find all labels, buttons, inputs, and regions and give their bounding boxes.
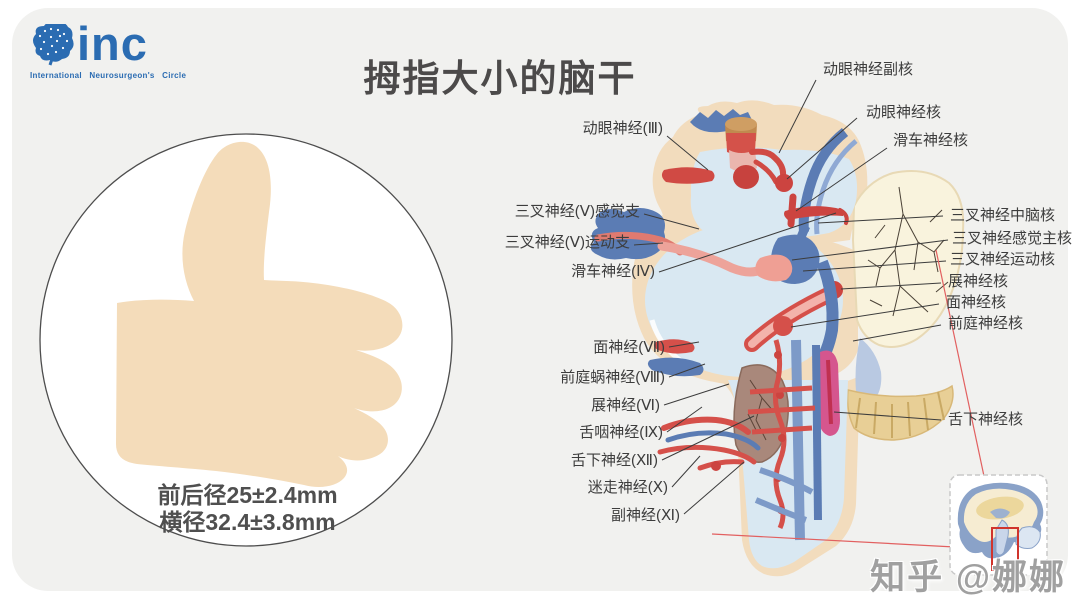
thumb-measurements: 前后径25±2.4mm 横径32.4±3.8mm xyxy=(120,482,375,536)
trigeminal-mesencephalic-nucleus-label: 三叉神经中脑核 xyxy=(950,207,1056,224)
facial-nucleus-label: 面神经核 xyxy=(946,294,1007,311)
watermark: 知乎 @娜娜 xyxy=(870,558,1066,597)
facial-nerve-label: 面神经(Ⅶ) xyxy=(593,339,665,356)
logo-brand: inc xyxy=(77,17,148,70)
brain-inset xyxy=(949,474,1048,576)
glossopharyngeal-nerve-label: 舌咽神经(Ⅸ) xyxy=(579,424,663,441)
hypoglossal-nerve-label: 舌下神经(Ⅻ) xyxy=(571,452,658,469)
ap-diameter-text: 前后径25±2.4mm xyxy=(157,482,338,508)
abducens-nerve-label: 展神经(Ⅵ) xyxy=(591,397,660,414)
trigeminal-motor-branch-label: 三叉神经(Ⅴ)运动支 xyxy=(504,234,630,251)
trigeminal-principal-sensory-nucleus-label: 三叉神经感觉主核 xyxy=(952,230,1073,247)
brainstem-diagram xyxy=(590,100,965,577)
trigeminal-motor-nucleus-label: 三叉神经运动核 xyxy=(950,251,1056,268)
thumb-illustration xyxy=(39,133,453,547)
edinger-westphal-nucleus-label: 动眼神经副核 xyxy=(823,61,914,78)
accessory-nerve-label: 副神经(Ⅺ) xyxy=(611,507,680,524)
vestibulocochlear-nerve-label: 前庭蜗神经(Ⅷ) xyxy=(560,369,665,386)
vagus-nerve-label: 迷走神经(Ⅹ) xyxy=(587,479,668,496)
transverse-diameter-text: 横径32.4±3.8mm xyxy=(159,509,336,535)
logo: inc International Neurosurgeon's Circle xyxy=(30,17,187,80)
brain-icon xyxy=(33,24,74,66)
trochlear-nucleus-label: 滑车神经核 xyxy=(893,132,969,149)
oculomotor-nucleus-label: 动眼神经核 xyxy=(866,104,942,121)
leader-lines xyxy=(633,79,949,515)
vestibular-nucleus-label: 前庭神经核 xyxy=(948,315,1024,332)
abducens-nucleus-label: 展神经核 xyxy=(948,273,1009,290)
logo-subtitle: International Neurosurgeon's Circle xyxy=(30,71,187,80)
oculomotor-nerve-label: 动眼神经(Ⅲ) xyxy=(582,120,663,137)
trochlear-nerve-label: 滑车神经(Ⅳ) xyxy=(571,263,655,280)
trigeminal-sensory-branch-label: 三叉神经(Ⅴ)感觉支 xyxy=(514,203,640,220)
hypoglossal-nucleus-label: 舌下神经核 xyxy=(948,411,1024,428)
page-title: 拇指大小的脑干 xyxy=(363,58,637,99)
